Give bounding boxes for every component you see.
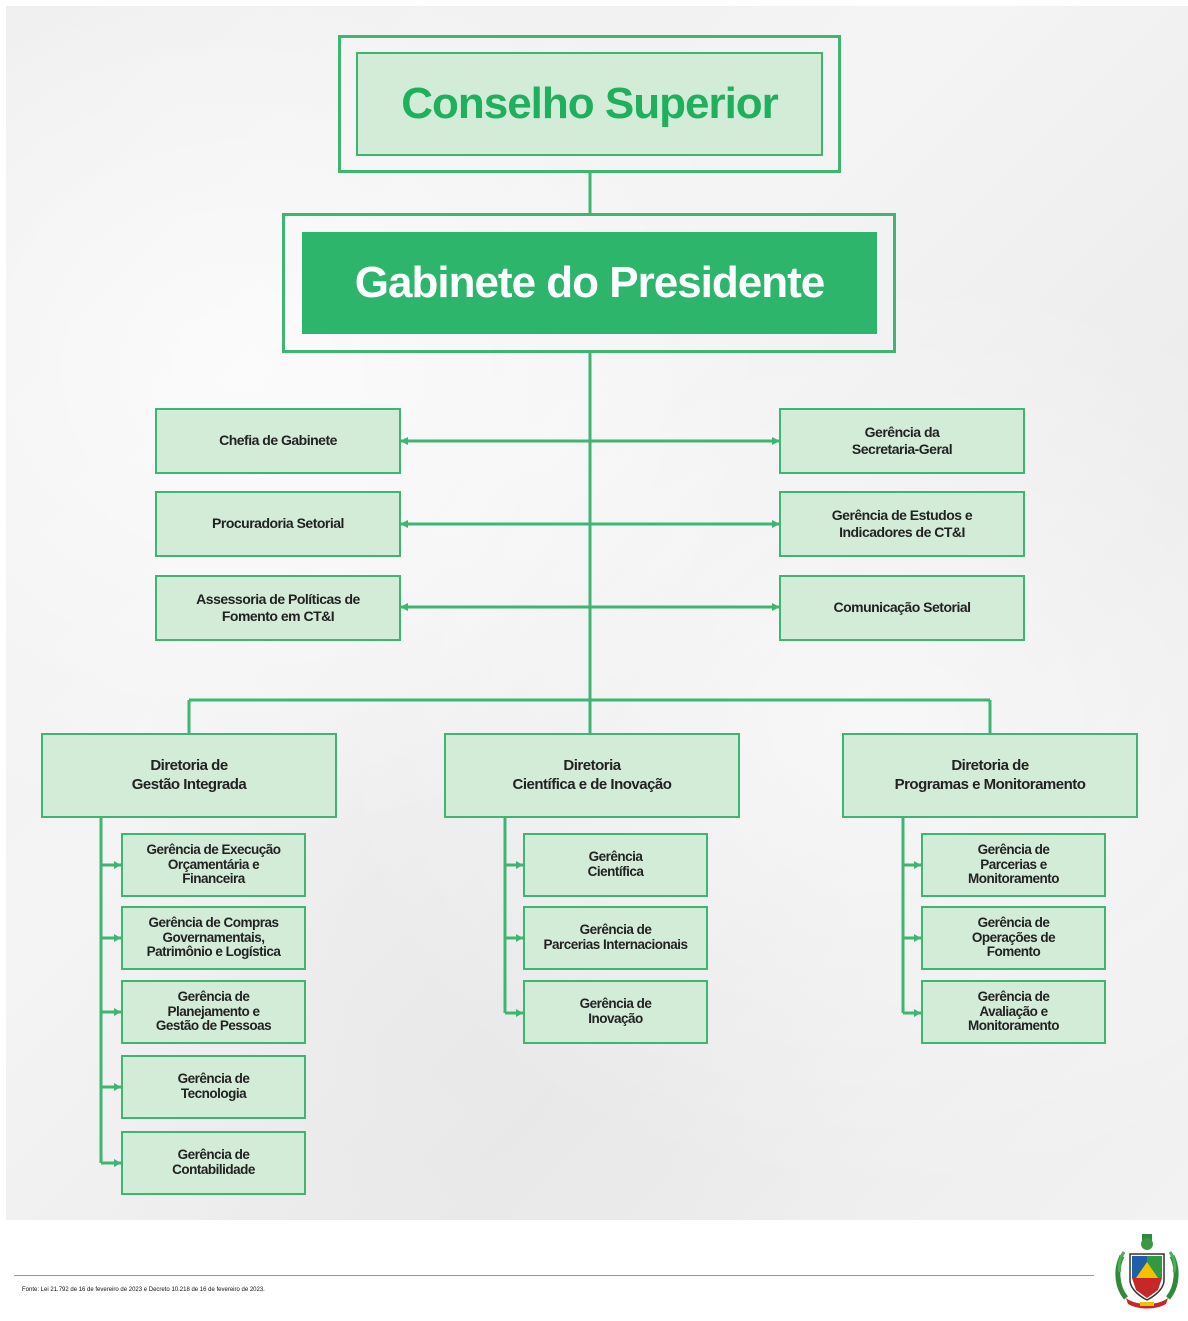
gabinete-presidente-frame	[282, 213, 896, 353]
unit-label: Gerência de Parcerias Internacionais	[543, 922, 688, 952]
unit-chefia-de-gabinete: Chefia de Gabinete	[155, 408, 401, 474]
unit-cientifica: Gerência Científica	[523, 833, 708, 897]
unit-comunicacao-setorial: Comunicação Setorial	[779, 575, 1025, 641]
unit-label: Gerência da Secretaria-Geral	[851, 423, 953, 458]
unit-gerencia-secretaria-geral: Gerência da Secretaria-Geral	[779, 408, 1025, 474]
unit-tecnologia: Gerência de Tecnologia	[121, 1055, 306, 1119]
unit-label: Gerência de Estudos e Indicadores de CT&…	[831, 506, 973, 541]
unit-label: Gerência Científica	[587, 849, 644, 879]
directorate-gestao-integrada: Diretoria de Gestão Integrada	[41, 733, 337, 818]
footer-source-note: Fonte: Lei 21.792 de 16 de fevereiro de …	[22, 1287, 265, 1293]
unit-label: Gerência de Inovação	[579, 996, 652, 1026]
coat-of-arms-logo	[1115, 1234, 1179, 1309]
unit-parcerias-monitoramento: Gerência de Parcerias e Monitoramento	[921, 833, 1106, 897]
unit-inovacao: Gerência de Inovação	[523, 980, 708, 1044]
unit-compras-governamentais: Gerência de Compras Governamentais, Patr…	[121, 906, 306, 970]
unit-operacoes-fomento: Gerência de Operações de Fomento	[921, 906, 1106, 970]
unit-label: Gerência de Planejamento e Gestão de Pes…	[155, 989, 272, 1034]
unit-label: Procuradoria Setorial	[212, 515, 344, 532]
conselho-superior-box: Conselho Superior	[356, 52, 823, 156]
unit-label: Gerência de Contabilidade	[172, 1147, 255, 1177]
unit-label: Chefia de Gabinete	[219, 432, 337, 449]
unit-parcerias-internacionais: Gerência de Parcerias Internacionais	[523, 906, 708, 970]
unit-label: Gerência de Avaliação e Monitoramento	[968, 989, 1060, 1034]
directorate-programas-monitoramento: Diretoria de Programas e Monitoramento	[842, 733, 1138, 818]
unit-label: Gerência de Tecnologia	[177, 1071, 250, 1101]
directorate-label: Diretoria de Programas e Monitoramento	[894, 756, 1086, 793]
conselho-superior-label: Conselho Superior	[401, 79, 779, 128]
unit-label: Gerência de Execução Orçamentária e Fina…	[146, 842, 281, 887]
unit-assessoria-politicas-fomento: Assessoria de Políticas de Fomento em CT…	[155, 575, 401, 641]
unit-label: Assessoria de Políticas de Fomento em CT…	[196, 590, 360, 625]
unit-label: Gerência de Compras Governamentais, Patr…	[146, 915, 281, 960]
unit-procuradoria-setorial: Procuradoria Setorial	[155, 491, 401, 557]
directorate-label: Diretoria de Gestão Integrada	[131, 756, 247, 793]
directorate-label: Diretoria Científica e de Inovação	[512, 756, 672, 793]
gabinete-presidente-label: Gabinete do Presidente	[354, 258, 825, 307]
footer-divider	[14, 1275, 1094, 1276]
unit-planejamento-gestao-pessoas: Gerência de Planejamento e Gestão de Pes…	[121, 980, 306, 1044]
unit-contabilidade: Gerência de Contabilidade	[121, 1131, 306, 1195]
unit-label: Gerência de Parcerias e Monitoramento	[968, 842, 1060, 887]
unit-label: Comunicação Setorial	[833, 599, 971, 616]
unit-label: Gerência de Operações de Fomento	[971, 915, 1056, 960]
unit-execucao-orcamentaria: Gerência de Execução Orçamentária e Fina…	[121, 833, 306, 897]
unit-gerencia-estudos-indicadores: Gerência de Estudos e Indicadores de CT&…	[779, 491, 1025, 557]
unit-avaliacao-monitoramento: Gerência de Avaliação e Monitoramento	[921, 980, 1106, 1044]
directorate-cientifica-inovacao: Diretoria Científica e de Inovação	[444, 733, 740, 818]
gabinete-presidente-box: Gabinete do Presidente	[302, 232, 877, 334]
conselho-superior-frame	[338, 35, 841, 173]
